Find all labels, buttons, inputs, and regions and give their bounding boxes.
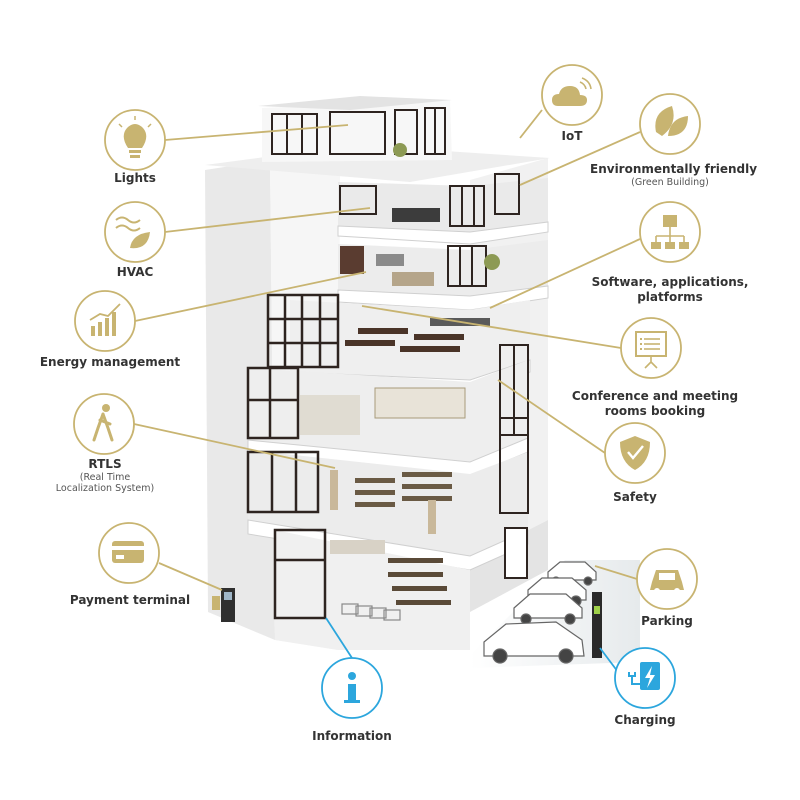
blue-connector-lines — [325, 617, 619, 673]
payment-kiosk — [212, 588, 235, 622]
hvac-label: HVAC — [116, 265, 154, 279]
eco-label: Environmentally friendly (Green Building… — [590, 162, 757, 188]
penthouse-plant — [393, 143, 407, 157]
network-chip-icon — [639, 201, 701, 263]
ev-charging-station — [592, 592, 602, 658]
building — [205, 96, 550, 650]
credit-card-icon — [98, 522, 160, 584]
floor-3-window — [266, 293, 340, 369]
software-line-1: Software, applications, — [591, 275, 749, 289]
cloud-wifi-icon — [541, 64, 603, 126]
conference-label: Conference and meeting rooms booking — [570, 389, 740, 419]
info-icon — [321, 657, 383, 719]
lights-label: Lights — [114, 171, 156, 185]
shopping-carts — [341, 603, 401, 621]
eco-title: Environmentally friendly — [590, 162, 758, 176]
hvac-icon — [104, 201, 166, 263]
software-line-2: platforms — [637, 290, 703, 304]
conference-tables — [345, 328, 464, 352]
software-label: Software, applications, platforms — [590, 275, 750, 305]
penthouse-windows — [271, 107, 446, 155]
parking-label: Parking — [641, 614, 693, 628]
floor-5-interior — [337, 173, 549, 245]
energy-label: Energy management — [39, 355, 181, 369]
iot-label: IoT — [561, 129, 583, 143]
conference-line-1: Conference and meeting — [571, 389, 739, 403]
payment-label: Payment terminal — [69, 593, 191, 607]
car-4 — [483, 621, 585, 664]
floor-2-interior — [246, 344, 529, 477]
rtls-label: RTLS (Real Time Localization System) — [40, 457, 170, 494]
store-shelves — [388, 558, 451, 605]
ground-floor-interior — [273, 527, 528, 650]
floor-1-window — [246, 450, 320, 514]
car-3 — [513, 593, 583, 625]
retail-shelves — [355, 472, 452, 507]
floor-2-window — [246, 366, 300, 440]
connector-lines — [133, 109, 641, 591]
safety-label: Safety — [613, 490, 657, 504]
energy-chart-icon — [74, 290, 136, 352]
ground-floor-window — [273, 528, 327, 620]
rtls-sub-2: Localization System) — [55, 483, 155, 494]
ev-charger-icon — [614, 647, 676, 709]
presentation-board-icon — [620, 317, 682, 379]
rtls-sub-1: (Real Time — [79, 472, 131, 483]
penthouse-top — [258, 96, 452, 110]
floor-4-interior — [337, 240, 549, 311]
shield-check-icon — [604, 422, 666, 484]
parked-cars — [483, 561, 597, 664]
lightbulb-icon — [104, 109, 166, 171]
walking-person-icon — [73, 393, 135, 455]
rtls-title: RTLS — [88, 457, 122, 471]
charging-label: Charging — [614, 713, 676, 727]
conference-line-2: rooms booking — [604, 404, 706, 418]
eco-sub: (Green Building) — [631, 177, 709, 188]
car-icon — [636, 548, 698, 610]
information-label: Information — [312, 729, 392, 743]
leaf-icon — [639, 93, 701, 155]
